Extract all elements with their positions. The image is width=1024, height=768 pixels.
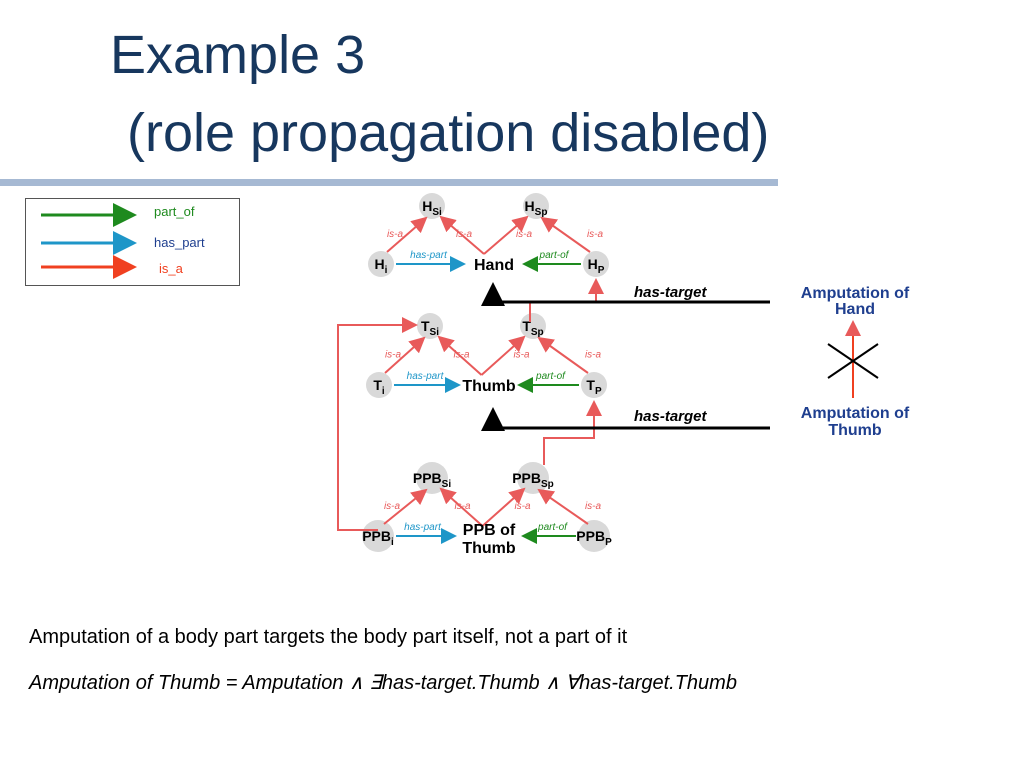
isa-connector-ppb-i-to-t-si (337, 317, 418, 531)
t-i-label: Ti (373, 377, 385, 397)
t-sp-node (520, 313, 546, 339)
h-sp-node (523, 193, 549, 219)
ppb-i-node (362, 520, 394, 552)
t-isa-p-sp (537, 336, 589, 374)
t-isa-label-3: is-a (585, 350, 602, 361)
ppb-has-part-label: has-part (404, 522, 442, 533)
explanation-text: Amputation of a body part targets the bo… (29, 626, 628, 648)
h-sp-label: HSp (525, 198, 548, 218)
t-si-node (417, 313, 443, 339)
h-isa-center-sp (483, 215, 529, 255)
t-isa-label-1: is-a (453, 350, 470, 361)
t-isa-label-2: is-a (513, 350, 530, 361)
t-isa-i-si (384, 336, 426, 374)
h-i-node (368, 251, 394, 277)
ppb-i-label: PPBi (362, 528, 394, 548)
ppb-sp-node (517, 462, 549, 494)
h-isa-label-1: is-a (456, 229, 473, 240)
ppb-isa-p-sp (537, 488, 589, 525)
has-target-label-thumb: has-target (634, 408, 708, 425)
ppb-part-of-label: part-of (537, 522, 568, 533)
h-si-label: HSi (422, 198, 442, 218)
h-p-label: HP (588, 256, 605, 276)
t-isa-center-si (437, 335, 483, 376)
slide-title: Example 3 (110, 25, 366, 85)
h-isa-label-2: is-a (516, 229, 533, 240)
t-isa-label-0: is-a (385, 350, 402, 361)
h-center-label: Hand (474, 257, 514, 274)
legend-label-is-a: is_a (159, 261, 183, 276)
h-i-label: Hi (375, 256, 388, 276)
ppb-p-label: PPBP (576, 528, 612, 548)
ppb-isa-label-3: is-a (585, 501, 602, 512)
h-si-node (419, 193, 445, 219)
t-p-node (581, 372, 607, 398)
t-si-label: TSi (421, 318, 439, 338)
has-target-arrow-thumb (481, 407, 770, 431)
legend-arrows (41, 203, 137, 279)
legend-box: part_of has_part is_a (25, 198, 240, 286)
ppb-isa-label-1: is-a (454, 501, 471, 512)
amputation-hand-label: Amputation of (801, 285, 910, 302)
amputation-thumb-label: Amputation of (801, 405, 910, 422)
ppb-isa-center-si (439, 487, 484, 527)
ppb-sp-label: PPBSp (512, 470, 554, 490)
h-isa-center-si (439, 215, 485, 255)
h-isa-label-0: is-a (387, 229, 404, 240)
legend-label-part-of: part_of (154, 204, 195, 219)
ppb-isa-center-sp (481, 487, 526, 527)
t-center-label: Thumb (462, 378, 516, 395)
h-isa-i-si (386, 216, 428, 253)
t-part-of-label: part-of (535, 371, 566, 382)
t-i-node (366, 372, 392, 398)
h-p-node (583, 251, 609, 277)
ppb-si-node (416, 462, 448, 494)
h-isa-label-3: is-a (587, 229, 604, 240)
ppb-isa-i-si (383, 488, 428, 525)
ppb-isa-label-0: is-a (384, 501, 401, 512)
t-isa-center-sp (480, 335, 526, 376)
legend-label-has-part: has_part (154, 235, 205, 250)
ppb-center-label: PPB of (463, 522, 516, 539)
ppb-isa-label-2: is-a (514, 501, 531, 512)
ppb-si-label: PPBSi (413, 470, 451, 490)
t-has-part-label: has-part (407, 371, 445, 382)
has-target-arrow-hand (481, 282, 770, 306)
isa-connector-ppb-sp-to-t-p (543, 400, 602, 465)
cross-out-stroke-2 (827, 343, 879, 379)
has-target-label-hand: has-target (634, 284, 708, 301)
t-p-label: TP (586, 377, 602, 397)
amputation-hand-label-2: Hand (835, 301, 875, 318)
h-part-of-label: part-of (539, 250, 570, 261)
h-isa-p-sp (540, 216, 591, 253)
h-has-part-label: has-part (410, 250, 448, 261)
amputation-thumb-label-2: Thumb (828, 422, 882, 439)
ppb-center-label-2: Thumb (462, 540, 516, 557)
t-sp-label: TSp (522, 318, 543, 338)
definition-formula: Amputation of Thumb = Amputation ∧ ∃has-… (29, 672, 737, 694)
slide-subtitle: (role propagation disabled) (127, 103, 770, 163)
ppb-p-node (578, 520, 610, 552)
title-divider (0, 179, 778, 186)
